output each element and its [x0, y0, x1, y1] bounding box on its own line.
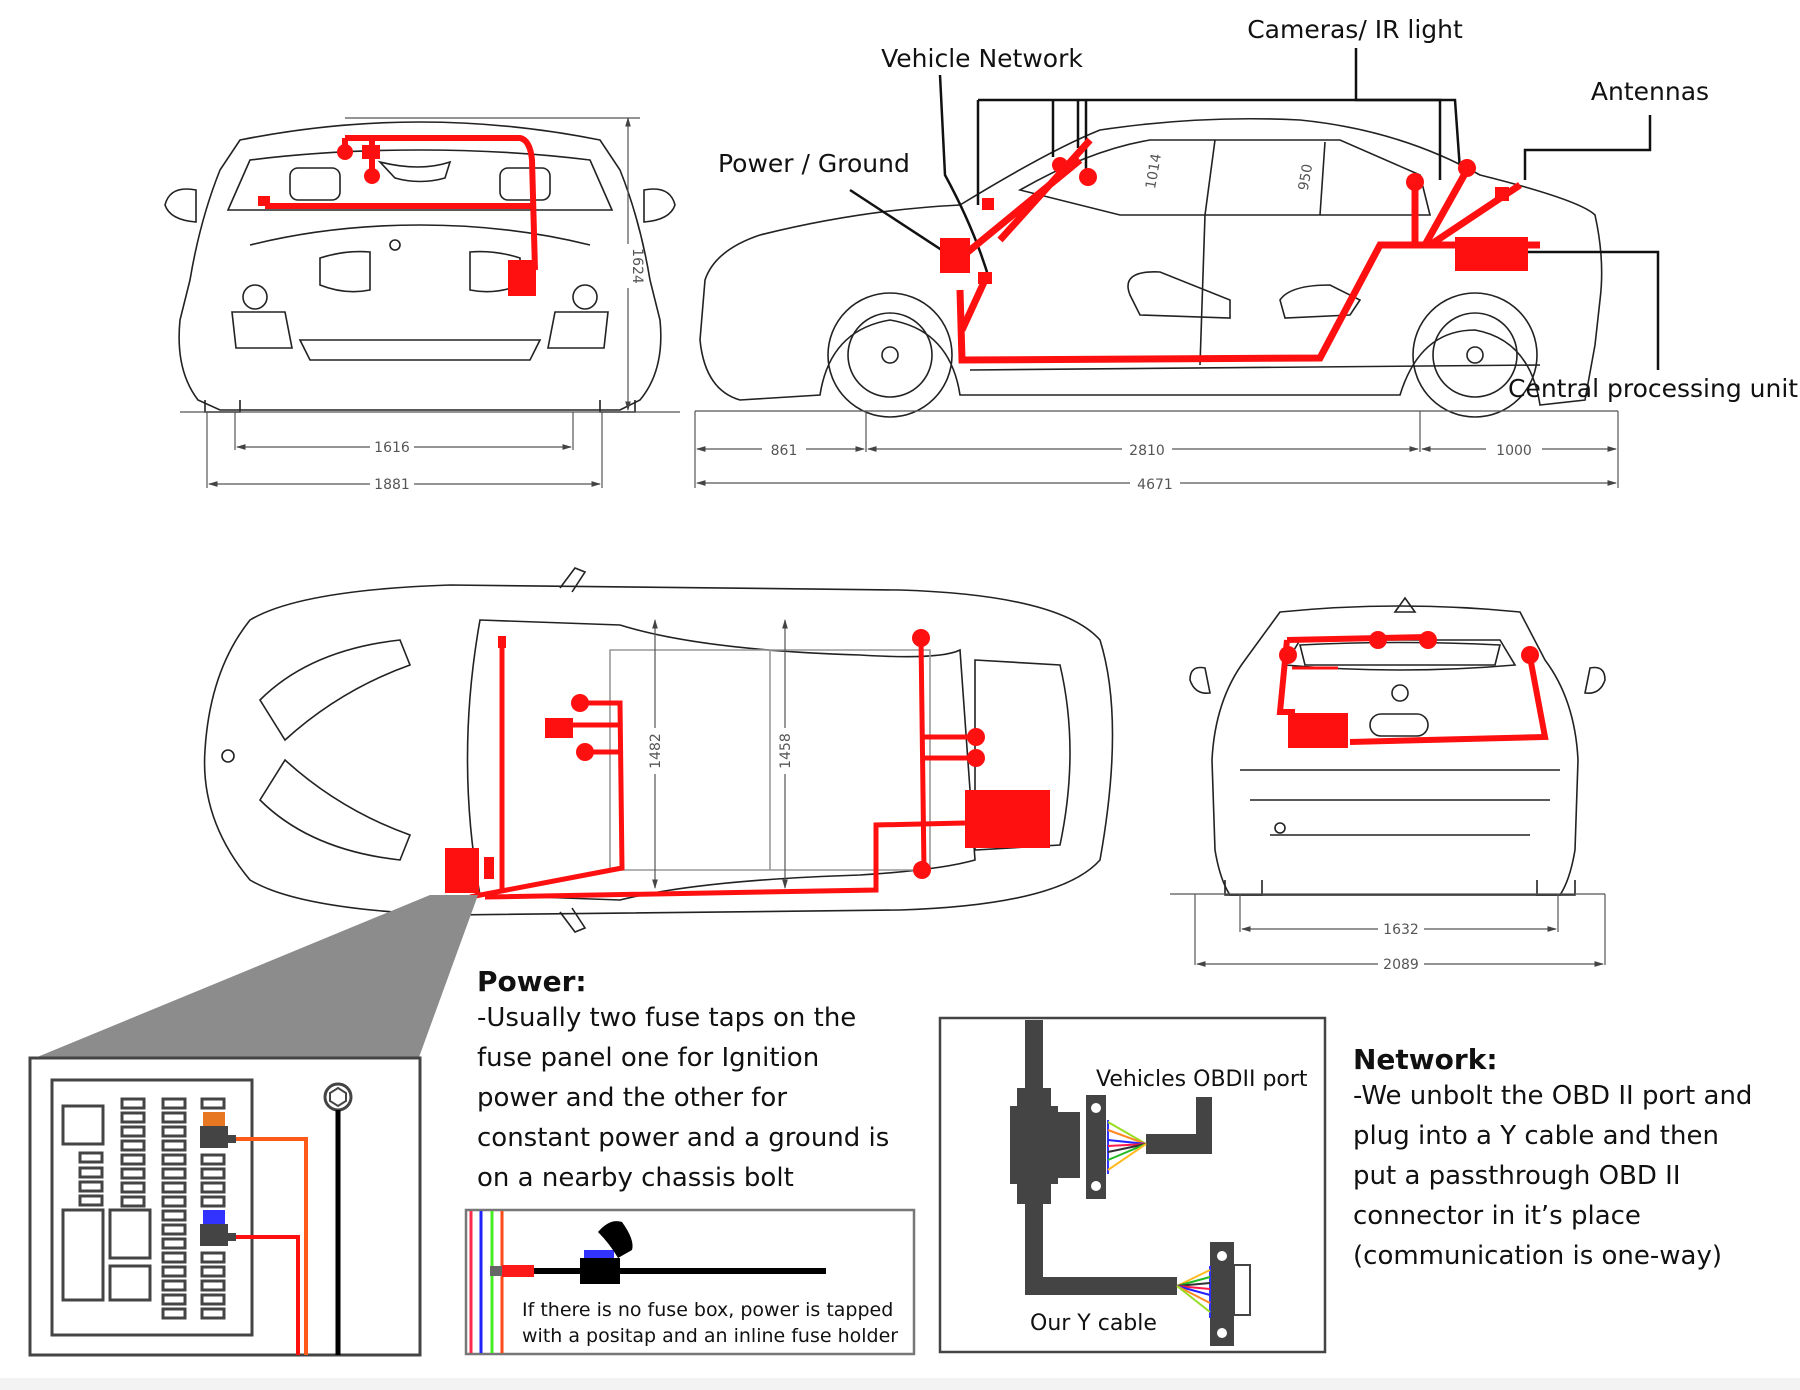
network-heading: Network: [1353, 1043, 1498, 1076]
callout-power-ground: Power / Ground [718, 149, 910, 178]
callout-vehicle-network: Vehicle Network [881, 44, 1083, 73]
fuse-tap-ignition [200, 1126, 228, 1148]
dim-length: 4671 [1137, 477, 1173, 493]
power-line: -Usually two fuse taps on the [477, 1003, 857, 1033]
network-line: -We unbolt the OBD II port and [1353, 1081, 1753, 1111]
callout-antennas: Antennas [1591, 77, 1709, 106]
positap-panel [464, 1208, 916, 1356]
top-view-wiring [445, 629, 1050, 900]
dim-rear-overhang: 1000 [1496, 443, 1532, 459]
blue-fuse [203, 1210, 225, 1224]
front-view-car [164, 121, 676, 413]
network-line: connector in it’s place [1353, 1201, 1641, 1231]
footer-strip [0, 1378, 1800, 1390]
red-wire [236, 1235, 300, 1355]
dim-rear-width: 2089 [1383, 957, 1419, 973]
side-view-callout-lines [849, 48, 1660, 370]
dim-front-track: 1616 [374, 440, 410, 456]
rear-view-car [1189, 596, 1606, 896]
network-line: plug into a Y cable and then [1353, 1121, 1719, 1151]
dim-front-width: 1881 [374, 477, 410, 493]
positap-caption: If there is no fuse box, power is tapped… [522, 1297, 912, 1349]
fuse-box-panel [28, 1056, 422, 1357]
rear-view-wiring [1276, 631, 1549, 748]
front-view-wiring [258, 135, 538, 296]
fuse-tap-constant [200, 1224, 228, 1246]
dim-front-height: 1624 [629, 248, 645, 284]
front-view-dimensions [180, 117, 680, 488]
label-vehicle-obdii-port: Vehicles OBDII port [1096, 1067, 1308, 1092]
vehicle-obd-port-icon [1086, 1095, 1106, 1199]
power-heading: Power: [477, 965, 587, 998]
positap-icon [490, 1266, 502, 1276]
dim-rear-headroom: 950 [1296, 163, 1316, 192]
network-line: put a passthrough OBD II [1353, 1161, 1681, 1191]
power-line: constant power and a ground is [477, 1123, 890, 1153]
callout-central-processing-unit: Central processing unit [1508, 374, 1798, 403]
dim-front-overhang: 861 [771, 443, 798, 459]
power-line: power and the other for [477, 1083, 788, 1113]
inline-fuse-holder-icon [580, 1258, 620, 1284]
positap-caption-line: with a positap and an inline fuse holder [522, 1325, 899, 1347]
dim-rear-shoulder: 1458 [778, 733, 794, 769]
orange-fuse [203, 1112, 225, 1126]
side-view-wiring [940, 137, 1540, 364]
power-line: on a nearby chassis bolt [477, 1163, 794, 1193]
dim-wheelbase: 2810 [1129, 443, 1165, 459]
network-description: Network: -We unbolt the OBD II port and … [1353, 1043, 1798, 1276]
dim-front-headroom: 1014 [1143, 152, 1165, 190]
power-description: Power: -Usually two fuse taps on the fus… [477, 965, 917, 1198]
top-view-dimensions [652, 619, 788, 889]
label-our-y-cable: Our Y cable [1030, 1311, 1157, 1336]
callout-cameras-ir-light: Cameras/ IR light [1247, 15, 1463, 44]
dim-front-shoulder: 1482 [648, 733, 664, 769]
network-line: (communication is one-way) [1353, 1241, 1723, 1271]
obd-panel [938, 1016, 1327, 1354]
positap-caption-line: If there is no fuse box, power is tapped [522, 1299, 894, 1321]
orange-wire [236, 1137, 308, 1355]
power-line: fuse panel one for Ignition [477, 1043, 820, 1073]
dim-rear-track: 1632 [1383, 922, 1419, 938]
